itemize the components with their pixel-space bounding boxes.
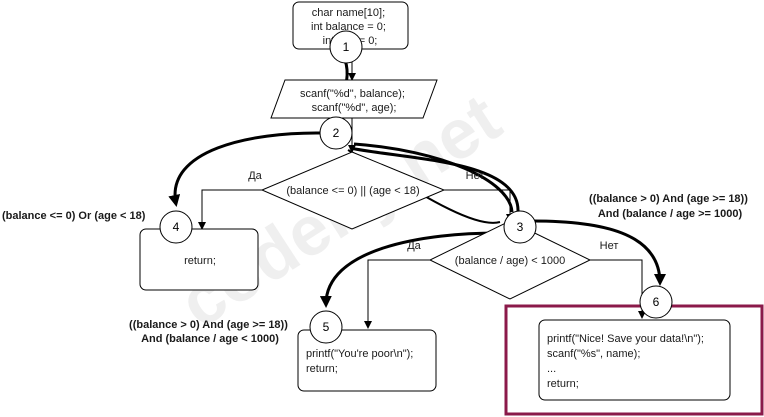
decl-line-2: int balance = 0; [311,21,386,33]
connector-d2-yes [364,259,430,329]
path-3-to-6 [531,219,666,286]
node-number-3: 3 [503,210,537,244]
connector-d2-no [590,259,646,319]
poor-line-2: return; [306,363,338,375]
d2-no-label: Нет [600,240,619,252]
svg-text:1: 1 [343,40,350,54]
input-text: scanf("%d", balance); scanf("%d", age); [300,88,408,114]
input-line-2: scanf("%d", age); [312,102,397,114]
d2-yes-label: Да [407,240,421,252]
decision2-diamond [428,220,592,300]
nice-line-3: ... [547,363,556,375]
decision2-text: (balance / age) < 1000 [455,255,565,267]
return-text: return; [184,255,216,267]
condition-to-6-line-2: And (balance / age >= 1000) [598,208,743,220]
nice-line-1: printf("Nice! Save your data!\n"); [547,333,704,345]
condition-to-4: (balance <= 0) Or (age < 18) [2,210,146,222]
return-block [139,228,259,291]
input-block [270,79,438,119]
path-2-to-4 [168,131,323,207]
poor-text: printf("You're poor\n"); return; [306,348,416,375]
svg-text:6: 6 [653,295,660,309]
decision1-diamond [260,151,446,230]
svg-text:4: 4 [173,220,180,234]
d1-yes-label: Да [248,170,262,182]
condition-to-5: ((balance > 0) And (age >= 18)) And (bal… [129,319,291,345]
svg-text:5: 5 [323,320,330,334]
poor-block [297,329,437,392]
nice-block [538,319,731,401]
node-number-1: 1 [329,30,363,64]
condition-to-5-line-2: And (balance / age < 1000) [141,333,279,345]
node-number-2: 2 [319,116,353,150]
connector-d1-no [444,189,514,222]
nice-text: printf("Nice! Save your data!\n"); scanf… [547,333,707,390]
svg-text:2: 2 [333,126,340,140]
decl-line-1: char name[10]; [312,7,385,19]
nice-line-4: return; [547,378,579,390]
condition-to-6: ((balance > 0) And (age >= 18)) And (bal… [589,193,751,220]
svg-text:3: 3 [517,220,524,234]
path-3-to-5 [319,231,506,308]
node-number-5: 5 [309,310,343,344]
connector-d1-yes [198,189,262,230]
condition-to-5-line-1: ((balance > 0) And (age >= 18)) [129,319,288,331]
path-2-to-3-b [353,142,514,213]
node-number-4: 4 [159,210,193,244]
d1-no-label: Нет [466,170,485,182]
input-line-1: scanf("%d", balance); [300,88,405,100]
node-number-6: 6 [639,285,673,319]
condition-to-6-line-1: ((balance > 0) And (age >= 18)) [589,193,748,205]
highlight-box [504,304,764,416]
nice-line-2: scanf("%s", name); [547,348,640,360]
decision1-text: (balance <= 0) || (age < 18) [286,185,419,197]
poor-line-1: printf("You're poor\n"); [306,348,413,360]
